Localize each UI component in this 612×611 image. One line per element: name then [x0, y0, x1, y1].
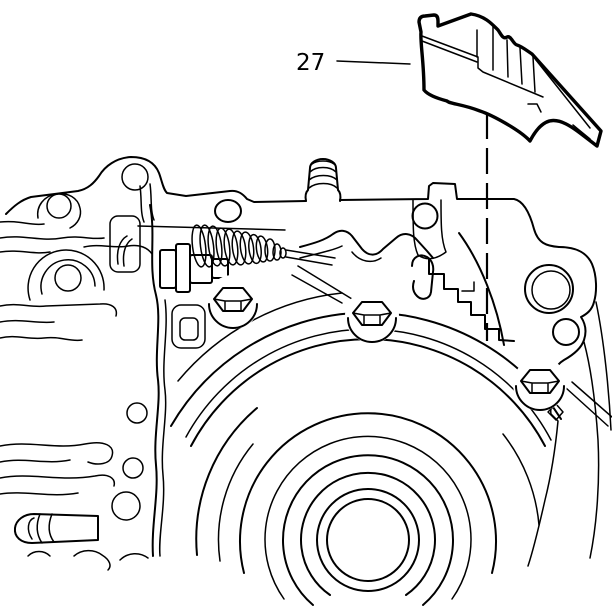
threaded-stud: [304, 158, 342, 202]
hex-bolt-right: [515, 369, 565, 411]
manual-lever: [291, 229, 435, 304]
mask: [513, 357, 567, 411]
callout-27: 27: [296, 50, 411, 76]
staircase-edge: [428, 258, 515, 342]
hex-bolt-center: [347, 301, 397, 343]
leader-line: [336, 60, 411, 65]
transmission-case: [5, 156, 612, 567]
detent-spring-assembly: [137, 224, 336, 293]
cover-part-27: [417, 12, 603, 148]
coil-spring: [191, 224, 287, 268]
hex-bolt-left: [208, 287, 258, 329]
valve-body: [0, 163, 206, 571]
mask: [345, 289, 399, 343]
mask: [206, 275, 260, 329]
callout-label-27: 27: [296, 50, 325, 76]
